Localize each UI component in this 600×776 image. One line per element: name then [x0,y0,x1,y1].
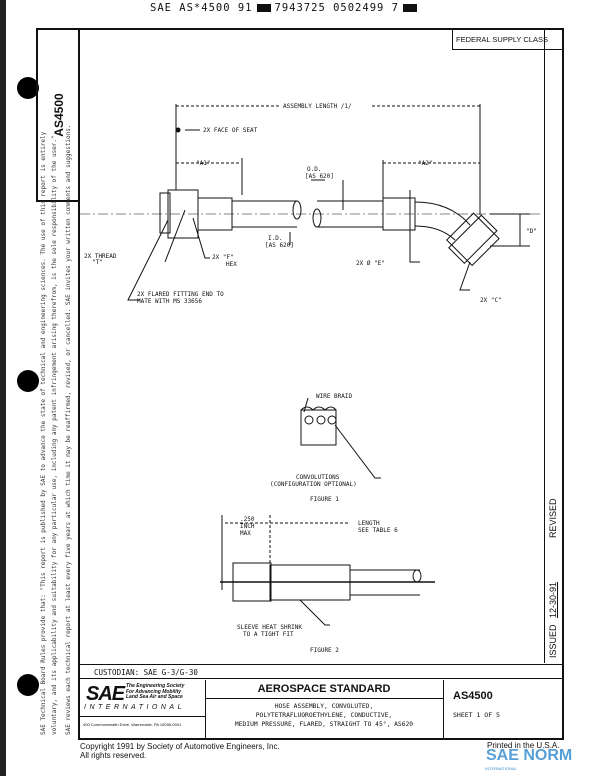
punch-hole [17,674,39,696]
logo-tagline: Land Sea Air and Space [126,694,183,700]
doc-code: SAE AS*4500 91 [150,2,253,14]
punch-hole [17,370,39,392]
title-line: POLYTETRAFLUOROETHYLENE, CONDUCTIVE, [255,712,393,719]
title-line: MEDIUM PRESSURE, FLARED, STRAIGHT TO 45°… [234,721,414,728]
title-line: HOSE ASSEMBLY, CONVOLUTED, [274,703,374,710]
logo-tagline: For Advancing Mobility [126,688,182,695]
logo-address: 400 Commonwealth Drive, Warrendale, PA 1… [83,722,182,727]
barcode-number: 7943725 0502499 7 [274,2,399,14]
od-label: O.D. [307,166,321,173]
logo-mark: SAE [86,683,125,705]
hex-label: 2X "F" [212,254,234,261]
sheet-number: SHEET 1 OF 5 [453,711,500,719]
copyright: Copyright 1991 by Society of Automotive … [80,742,280,760]
side-number-box: AS4500 [36,28,80,202]
wire-braid-label: WIRE BRAID [316,393,353,400]
fig2-dim-max: MAX [240,530,251,537]
thread-label: 2X THREAD [84,253,117,260]
fig2-dim: .250 [240,516,255,523]
copyright-line: Copyright 1991 by Society of Automotive … [80,742,280,751]
header-line: SAE AS*4500 91 7943725 0502499 7 [150,2,421,14]
a1-label: "A1" [196,160,210,167]
hex-label-2: HEX [226,261,237,268]
number-block: AS4500 SHEET 1 OF 5 [443,680,563,738]
d-label: "D" [526,228,537,235]
figure1-caption: FIGURE 1 [310,496,339,503]
id-ref: [AS 620] [265,242,294,249]
printed-in: Printed in the U.S.A. [487,741,560,750]
id-label: I.D. [268,235,282,242]
sleeve-label: SLEEVE HEAT SHRINK [237,624,302,631]
thread-t-label: "T" [92,259,103,266]
dia-e-label: 2X Ø "E" [356,260,385,267]
assembly-length-label: ASSEMBLY LENGTH /1/ [283,103,352,110]
watermark-logo: SAE NORM [486,747,573,764]
drawing-frame [78,28,564,740]
od-ref: [AS 620] [305,173,334,180]
a2-label: "A2" [418,160,432,167]
logo-tagline: The Engineering Society [126,683,185,689]
convolutions-label: CONVOLUTIONS [296,474,340,481]
custodian: CUSTODIAN: SAE G-3/G-30 [80,664,562,679]
length-label: LENGTH [358,520,380,527]
see-table-label: SEE TABLE 6 [358,527,398,534]
fig2-dim-unit: INCH [240,523,255,530]
scan-edge [0,0,6,776]
logo-international: INTERNATIONAL [84,704,185,711]
face-of-seat-label: 2X FACE OF SEAT [203,127,258,134]
figure2-caption: FIGURE 2 [310,647,339,654]
copyright-line: All rights reserved. [80,751,147,760]
configuration-label: (CONFIGURATION OPTIONAL) [270,481,357,488]
watermark-sub: INTERNATIONAL [485,766,517,771]
c-label: 2X "C" [480,297,502,304]
title-block: AEROSPACE STANDARD HOSE ASSEMBLY, CONVOL… [205,680,444,738]
document-type: AEROSPACE STANDARD [205,680,443,699]
revision-strip: ISSUED 12-30-91 REVISED [544,28,565,663]
document-number: AS4500 [453,690,493,702]
federal-supply-class: FEDERAL SUPPLY CLASS [452,30,564,50]
flared-label: 2X FLARED FITTING END TO [137,291,224,298]
flared-label-2: MATE WITH MS 33656 [137,298,202,305]
sleeve-label-2: TO A TIGHT FIT [243,631,294,638]
punch-hole [17,77,39,99]
